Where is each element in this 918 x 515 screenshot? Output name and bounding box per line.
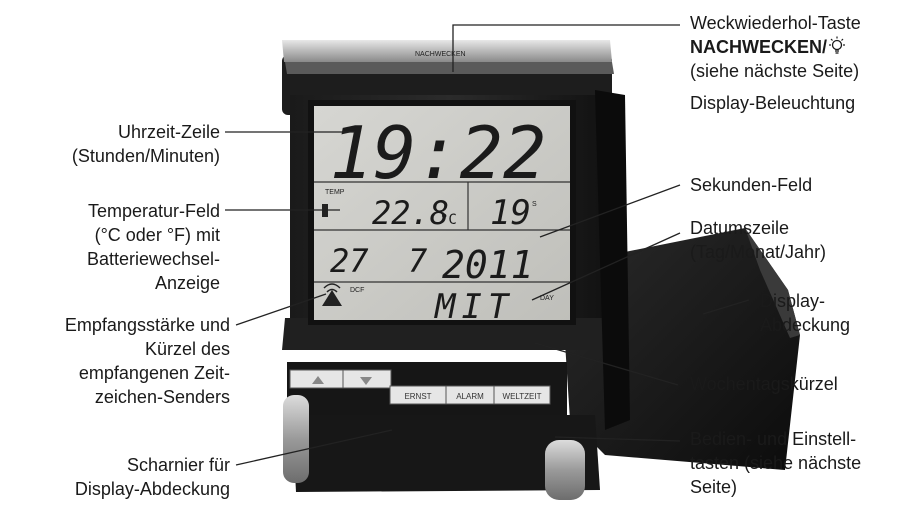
leader-lines: [225, 24, 750, 466]
seconds-value: 19: [490, 193, 531, 233]
temperature-value: 22.8: [372, 194, 449, 232]
label-empfang-line1: Empfangsstärke und: [64, 315, 230, 335]
label-sekunden-line1: Sekunden-Feld: [690, 175, 813, 195]
label-scharnier: Scharnier für Display-Abdeckung: [10, 453, 230, 501]
label-temperatur: Temperatur-Feld (°C oder °F) mit Batteri…: [40, 199, 220, 295]
button-weltzeit-label: WELTZEIT: [503, 392, 542, 401]
label-weckwiederhol-line3: (siehe nächste Seite): [690, 61, 860, 81]
lcd-display: 19:22 TEMP 22.8 °C 19 S 27 7 2011 DCF MI…: [308, 100, 576, 327]
button-ernst-label: ERNST: [404, 392, 431, 401]
temperature-unit: °C: [440, 212, 457, 228]
day-label: DAY: [540, 295, 554, 302]
label-uhrzeit-line1: Uhrzeit-Zeile: [117, 122, 220, 142]
signal-tower-icon: [322, 283, 342, 306]
down-arrow-icon: [360, 377, 372, 385]
label-datum: Datumszeile (Tag/Monat/Jahr): [690, 216, 826, 264]
label-uhrzeit: Uhrzeit-Zeile (Stunden/Minuten): [40, 120, 220, 168]
label-empfang: Empfangsstärke und Kürzel des empfangene…: [10, 313, 230, 409]
label-datum-line2: (Tag/Monat/Jahr): [690, 242, 827, 262]
date-month: 7: [408, 242, 427, 280]
label-bedien-line2: tasten (siehe nächste: [690, 453, 862, 473]
seconds-s-mark: S: [532, 201, 537, 208]
label-temperatur-line4: Anzeige: [154, 273, 220, 293]
label-scharnier-line2: Display-Abdeckung: [74, 479, 230, 499]
label-datum-line1: Datumszeile: [690, 218, 790, 238]
label-abdeckung-line2: Abdeckung: [760, 315, 851, 335]
button-weltzeit[interactable]: [493, 385, 551, 405]
label-wochentag: Wochentagskürzel: [690, 372, 838, 396]
dcf-label: DCF: [350, 287, 364, 294]
label-abdeckung-line1: Display-: [760, 291, 826, 311]
button-alarm-label: ALARM: [456, 392, 484, 401]
label-weckwiederhol-line2: NACHWECKEN/: [690, 35, 861, 59]
label-bedien-line1: Bedien- und Einstell-: [690, 429, 857, 449]
label-abdeckung: Display- Abdeckung: [760, 289, 850, 337]
label-weckwiederhol-line1: Weckwiederhol-Taste: [690, 13, 861, 33]
label-temperatur-line1: Temperatur-Feld: [87, 201, 220, 221]
date-year: 2011: [442, 243, 534, 287]
date-day: 27: [330, 242, 369, 280]
label-beleuchtung: Display-Beleuchtung: [690, 93, 856, 113]
snooze-top-bar: NACHWECKEN: [282, 40, 614, 74]
temp-label: TEMP: [325, 189, 345, 196]
label-uhrzeit-line2: (Stunden/Minuten): [71, 146, 220, 166]
up-arrow-icon: [312, 376, 324, 384]
label-empfang-line4: zeichen-Senders: [94, 387, 230, 407]
light-bulb-icon: [829, 36, 845, 54]
label-empfang-line2: Kürzel des: [144, 339, 230, 359]
label-empfang-line3: empfangenen Zeit-: [78, 363, 230, 383]
label-wochentag-line1: Wochentagskürzel: [690, 374, 838, 394]
label-bedien: Bedien- und Einstell- tasten (siehe näch…: [690, 427, 861, 499]
top-brand-text: NACHWECKEN: [415, 51, 466, 58]
label-nachwecken-text: NACHWECKEN/: [690, 37, 827, 57]
button-panel: ERNST ALARM WELTZEIT: [287, 362, 567, 417]
weekday-value: MIT: [434, 287, 514, 327]
label-bedien-line3: Seite): [690, 477, 738, 497]
label-temperatur-line2: (°C oder °F) mit: [94, 225, 220, 245]
hinge-block: [283, 395, 600, 500]
time-digits: 19:22: [330, 111, 547, 195]
label-temperatur-line3: Batteriewechsel-: [86, 249, 220, 269]
label-weckwiederhol: Weckwiederhol-Taste NACHWECKEN/ (siehe n…: [690, 11, 861, 115]
label-scharnier-line1: Scharnier für: [126, 455, 230, 475]
label-sekunden: Sekunden-Feld: [690, 173, 812, 197]
